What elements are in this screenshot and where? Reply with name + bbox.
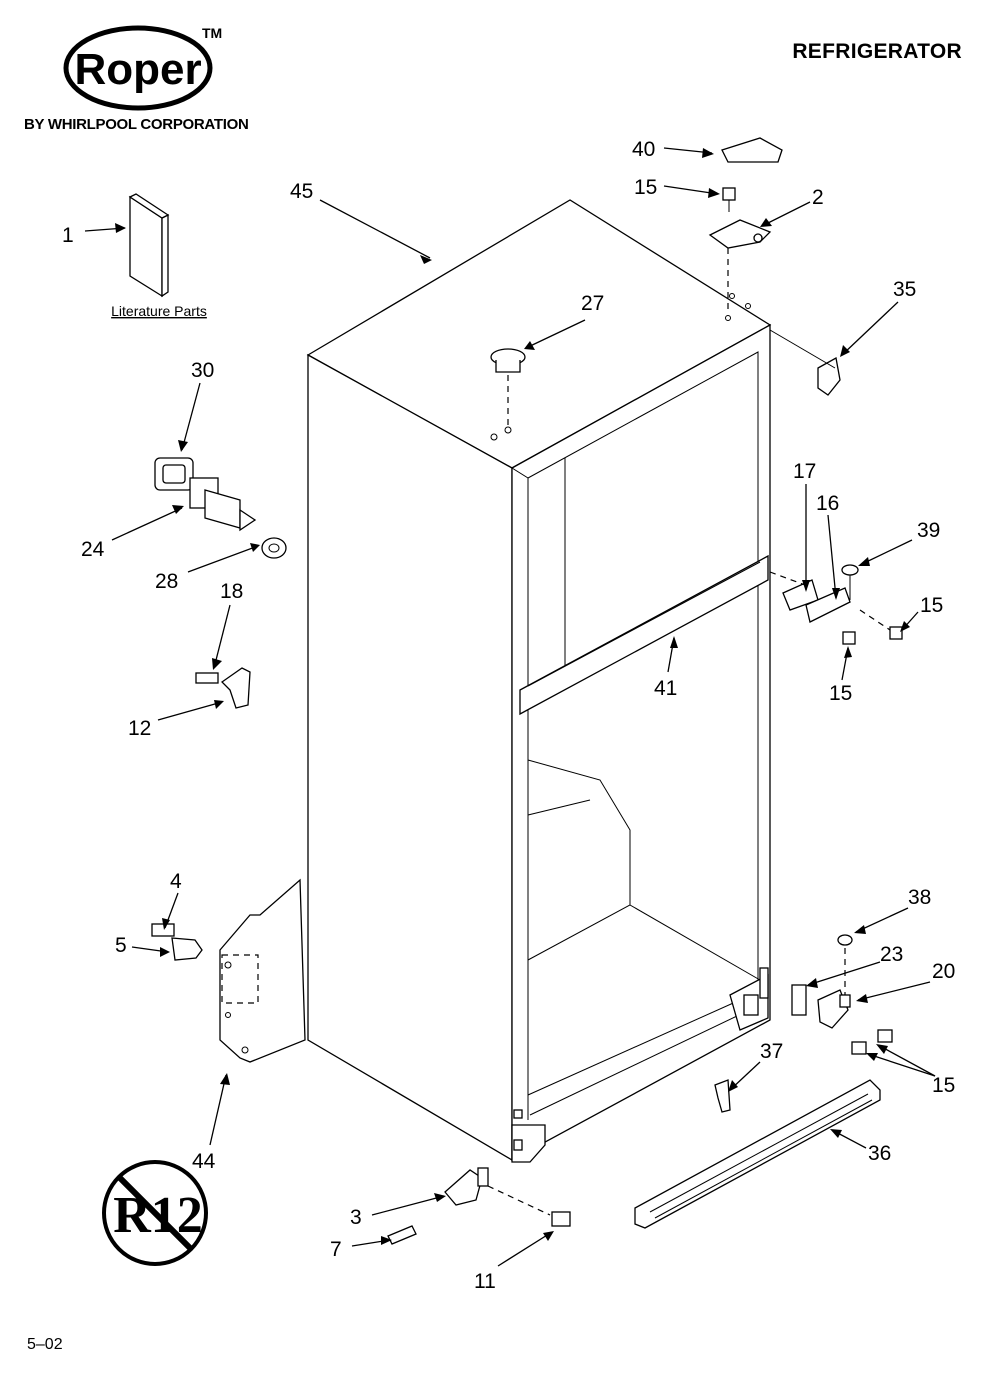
leveling-leg-3-7-11 xyxy=(387,1167,571,1245)
header: Roper TM BY WHIRLPOOL CORPORATION REFRIG… xyxy=(0,0,1000,140)
callout-3: 3 xyxy=(350,1206,362,1229)
callout-45: 45 xyxy=(290,180,313,203)
clip-37 xyxy=(714,1079,731,1113)
callout-4: 4 xyxy=(170,870,182,893)
callout-18: 18 xyxy=(220,580,243,603)
callout-1: 1 xyxy=(62,224,74,247)
leader-lines xyxy=(84,147,936,1267)
grommet-28 xyxy=(261,537,287,559)
callout-38: 38 xyxy=(908,886,931,909)
damper-control-24 xyxy=(189,477,257,532)
base-grille-36 xyxy=(634,1079,881,1229)
callout-15-top: 15 xyxy=(634,176,657,199)
bottom-hinge-20-23 xyxy=(791,934,893,1055)
gasket-30 xyxy=(154,457,194,491)
callout-numbers: 1 45 40 15 2 35 27 30 24 28 18 12 17 16 … xyxy=(62,138,955,1293)
hinge-cover-40 xyxy=(721,137,783,163)
callout-41: 41 xyxy=(654,677,677,700)
callout-15-bottom: 15 xyxy=(932,1074,955,1097)
brand-subtitle: BY WHIRLPOOL CORPORATION xyxy=(24,116,249,133)
callout-15-mid-low: 15 xyxy=(829,682,852,705)
bracket-12-18 xyxy=(195,667,251,709)
callout-40: 40 xyxy=(632,138,655,161)
refrigerator-cabinet xyxy=(306,199,772,1163)
literature-parts-label: Literature Parts xyxy=(111,303,207,319)
callout-11: 11 xyxy=(474,1270,496,1293)
rear-access-panel xyxy=(219,878,306,1063)
callout-17: 17 xyxy=(793,460,816,483)
screw-15-top xyxy=(722,187,736,212)
callout-27: 27 xyxy=(581,292,604,315)
callout-20: 20 xyxy=(932,960,955,983)
logo-text: Roper xyxy=(74,45,201,94)
top-hinge-2 xyxy=(708,219,772,310)
callout-37: 37 xyxy=(760,1040,783,1063)
callout-16: 16 xyxy=(816,492,839,515)
hinge-cap-35 xyxy=(817,356,841,396)
plug-27 xyxy=(490,348,526,430)
callout-30: 30 xyxy=(191,359,214,382)
callout-36: 36 xyxy=(868,1142,891,1165)
callout-12: 12 xyxy=(128,717,151,740)
callout-15-mid-right: 15 xyxy=(920,594,943,617)
literature-parts-booklet xyxy=(128,193,170,298)
callout-23: 23 xyxy=(880,943,903,966)
callout-24: 24 xyxy=(81,538,105,561)
callout-2: 2 xyxy=(812,186,824,209)
arrowheads xyxy=(115,148,910,1245)
trademark-mark: TM xyxy=(202,25,222,41)
no-r12-symbol: R12 xyxy=(102,1160,208,1266)
center-hinge-16-17 xyxy=(769,564,903,645)
callout-5: 5 xyxy=(115,934,127,957)
clamp-4-5 xyxy=(151,923,203,961)
page-title: REFRIGERATOR xyxy=(792,40,962,63)
callout-44: 44 xyxy=(192,1150,216,1173)
roper-logo: Roper TM xyxy=(63,25,222,111)
callout-28: 28 xyxy=(155,570,178,593)
callout-35: 35 xyxy=(893,278,916,301)
revision-code: 5–02 xyxy=(27,1336,63,1353)
callout-7: 7 xyxy=(330,1238,342,1261)
callout-39: 39 xyxy=(917,519,940,542)
